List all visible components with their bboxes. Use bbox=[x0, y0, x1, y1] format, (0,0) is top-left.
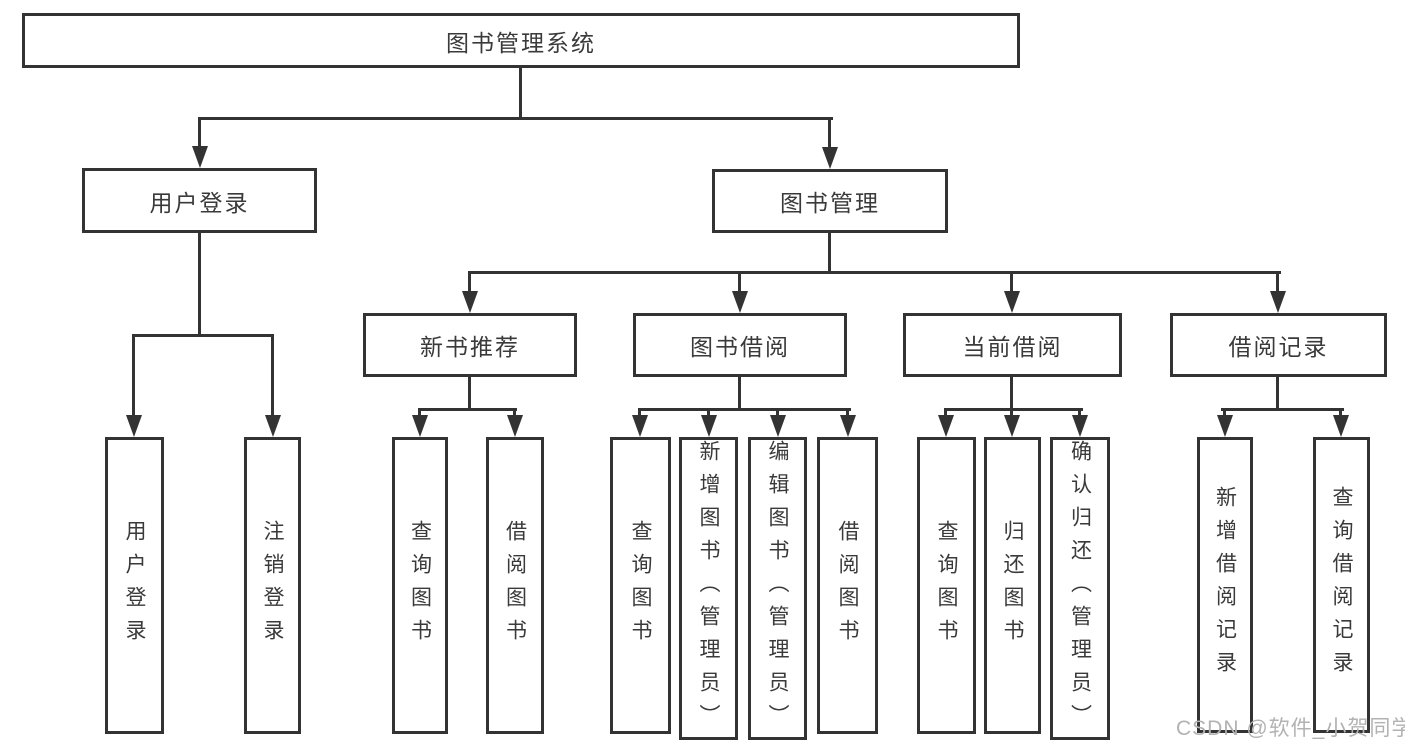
leaf-add-borrow-record: 新增借阅记录 bbox=[1197, 437, 1253, 733]
arrowhead-book-borrow bbox=[732, 291, 748, 313]
connector-drop-current-borrow bbox=[1010, 271, 1013, 291]
connector-drop-book-management bbox=[828, 117, 831, 147]
node-current-borrow: 当前借阅 bbox=[903, 313, 1122, 377]
connector-user-login-stem bbox=[198, 233, 201, 337]
leaf-confirm-return-admin: 确认归还（管理员） bbox=[1050, 437, 1110, 740]
arrowhead-user-login bbox=[192, 146, 208, 168]
connector-drop-return-books bbox=[1010, 408, 1013, 416]
connector-drop-query-books-3 bbox=[944, 408, 947, 416]
connector-user-login-rail bbox=[132, 334, 274, 337]
csdn-watermark: CSDN @软件_小贺同学 bbox=[1176, 717, 1405, 740]
connector-book-borrow-stem bbox=[738, 377, 741, 411]
connector-book-management-stem bbox=[828, 233, 831, 274]
node-user-login-label: 用户登录 bbox=[149, 189, 250, 216]
leaf-return-books-label: 归还图书 bbox=[1001, 519, 1024, 652]
leaf-borrow-books-borrow-label: 借阅图书 bbox=[836, 519, 859, 652]
node-user-login: 用户登录 bbox=[82, 168, 317, 233]
leaf-add-borrow-record-label: 新增借阅记录 bbox=[1213, 486, 1237, 684]
connector-drop-borrow-records bbox=[1276, 271, 1279, 291]
leaf-borrow-books-recommend-label: 借阅图书 bbox=[503, 519, 527, 652]
arrowhead-borrow-books-1 bbox=[507, 415, 523, 437]
leaf-query-books-current: 查询图书 bbox=[917, 437, 976, 734]
node-root-label: 图书管理系统 bbox=[446, 29, 596, 56]
leaf-query-borrow-record-label: 查询借阅记录 bbox=[1330, 486, 1353, 684]
leaf-logout-label: 注销登录 bbox=[261, 519, 284, 652]
arrowhead-query-books-1 bbox=[412, 415, 428, 437]
leaf-return-books: 归还图书 bbox=[984, 437, 1041, 734]
node-current-borrow-label: 当前借阅 bbox=[962, 334, 1063, 360]
arrowhead-query-books-2 bbox=[632, 415, 648, 437]
connector-drop-borrow-books-2 bbox=[846, 408, 849, 416]
leaf-query-books-current-label: 查询图书 bbox=[935, 519, 958, 652]
arrowhead-return-books bbox=[1004, 415, 1020, 437]
leaf-query-books-borrow-label: 查询图书 bbox=[629, 519, 652, 652]
leaf-confirm-return-admin-label: 确认归还（管理员） bbox=[1068, 440, 1092, 737]
connector-drop-confirm-return bbox=[1078, 408, 1081, 416]
node-new-book-recommend-label: 新书推荐 bbox=[420, 334, 520, 360]
connector-new-book-stem bbox=[468, 377, 471, 411]
node-book-management-label: 图书管理 bbox=[780, 190, 880, 216]
connector-drop-query-books-2 bbox=[638, 408, 641, 416]
arrowhead-borrow-books-2 bbox=[840, 415, 856, 437]
node-root: 图书管理系统 bbox=[22, 13, 1020, 68]
leaf-borrow-books-recommend: 借阅图书 bbox=[486, 437, 544, 734]
connector-new-book-rail bbox=[418, 408, 517, 411]
arrowhead-add-record bbox=[1217, 415, 1233, 437]
arrowhead-confirm-return bbox=[1072, 415, 1088, 437]
connector-borrow-records-rail bbox=[1221, 408, 1344, 411]
arrowhead-new-book bbox=[462, 291, 478, 313]
connector-drop-borrow-books-1 bbox=[513, 408, 516, 416]
arrowhead-edit-books bbox=[770, 415, 786, 437]
connector-drop-book-borrow bbox=[738, 271, 741, 291]
leaf-query-books-recommend-label: 查询图书 bbox=[408, 519, 432, 652]
leaf-edit-books-admin: 编辑图书（管理员） bbox=[748, 437, 807, 740]
leaf-user-login-label: 用户登录 bbox=[123, 519, 146, 652]
arrowhead-add-books bbox=[701, 415, 717, 437]
node-book-management: 图书管理 bbox=[712, 169, 948, 233]
leaf-query-books-borrow: 查询图书 bbox=[610, 437, 671, 734]
arrowhead-leaf-user-login bbox=[126, 415, 142, 437]
connector-drop-new-book bbox=[468, 271, 471, 291]
node-book-borrow: 图书借阅 bbox=[633, 313, 847, 377]
leaf-borrow-books-borrow: 借阅图书 bbox=[817, 437, 878, 734]
connector-root-rail bbox=[198, 117, 833, 120]
arrowhead-book-management bbox=[822, 147, 838, 169]
connector-root-stem bbox=[519, 66, 522, 120]
arrowhead-query-record bbox=[1333, 415, 1349, 437]
connector-drop-edit-books bbox=[776, 408, 779, 416]
node-book-borrow-label: 图书借阅 bbox=[690, 334, 790, 360]
arrowhead-leaf-logout bbox=[265, 415, 281, 437]
connector-drop-leaf-logout bbox=[271, 334, 274, 415]
leaf-add-books-admin-label: 新增图书（管理员） bbox=[697, 440, 720, 737]
connector-drop-query-books-1 bbox=[418, 408, 421, 416]
connector-book-borrow-rail bbox=[638, 408, 851, 411]
connector-drop-query-record bbox=[1339, 408, 1342, 416]
leaf-edit-books-admin-label: 编辑图书（管理员） bbox=[766, 440, 789, 737]
connector-current-borrow-rail bbox=[944, 408, 1083, 411]
node-borrow-records: 借阅记录 bbox=[1170, 313, 1387, 377]
connector-book-management-rail bbox=[468, 271, 1281, 274]
arrowhead-query-books-3 bbox=[938, 415, 954, 437]
connector-drop-add-record bbox=[1223, 408, 1226, 416]
leaf-user-login: 用户登录 bbox=[105, 437, 164, 734]
arrowhead-borrow-records bbox=[1270, 291, 1286, 313]
connector-borrow-records-stem bbox=[1276, 377, 1279, 411]
node-new-book-recommend: 新书推荐 bbox=[363, 313, 577, 377]
connector-drop-leaf-user-login bbox=[132, 334, 135, 415]
leaf-query-books-recommend: 查询图书 bbox=[392, 437, 448, 734]
connector-drop-user-login bbox=[198, 117, 201, 146]
leaf-query-borrow-record: 查询借阅记录 bbox=[1313, 437, 1370, 733]
leaf-logout: 注销登录 bbox=[244, 437, 301, 734]
arrowhead-current-borrow bbox=[1004, 291, 1020, 313]
node-borrow-records-label: 借阅记录 bbox=[1228, 334, 1329, 360]
leaf-add-books-admin: 新增图书（管理员） bbox=[679, 437, 738, 740]
connector-drop-add-books bbox=[707, 408, 710, 416]
connector-current-borrow-stem bbox=[1010, 377, 1013, 411]
